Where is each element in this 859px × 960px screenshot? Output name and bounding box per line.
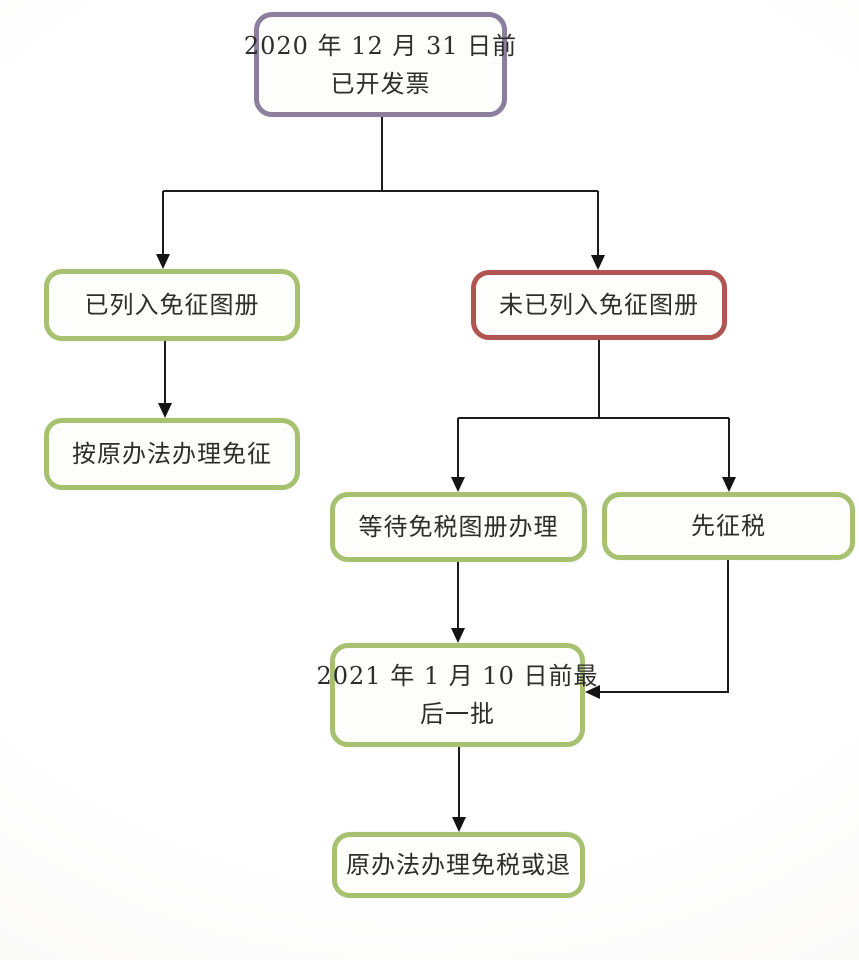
node-invoiced-before-2020-12-31: 2020 年 12 月 31 日前 已开发票	[244, 12, 516, 117]
connector-listed-to-original	[158, 340, 172, 418]
node-label-line: 先征税	[691, 512, 766, 540]
connector-wait-to-last-batch	[451, 562, 465, 643]
connector-tax-first-to-last-batch	[585, 560, 729, 699]
arrowhead-to-tax-first	[722, 477, 736, 492]
node-label-line: 后一批	[420, 700, 495, 728]
node-label-line: 已开发票	[330, 69, 431, 98]
node-tax-first: 先征税	[602, 492, 855, 560]
node-label-line: 等待免税图册办理	[358, 513, 559, 541]
arrowhead-to-wait-catalog	[451, 477, 465, 492]
node-last-batch-before-2021-01-10: 2021 年 1 月 10 日前最 后一批	[316, 643, 598, 747]
node-wait-exempt-catalog-processing: 等待免税图册办理	[330, 492, 587, 562]
arrowhead-to-last-batch	[451, 628, 465, 643]
node-not-listed-in-exempt-catalog: 未已列入免征图册	[471, 270, 727, 340]
node-original-method-exemption: 按原办法办理免征	[44, 418, 300, 490]
node-label-line: 2021 年 1 月 10 日前最	[316, 662, 599, 690]
connector-invoiced-split	[156, 117, 605, 270]
node-original-method-exempt-or-refund: 原办法办理免税或退	[332, 832, 585, 898]
connector-not-listed-split	[451, 340, 736, 492]
node-label-line: 按原办法办理免征	[72, 440, 272, 468]
node-listed-in-exempt-catalog: 已列入免征图册	[44, 269, 300, 341]
arrowhead-left-to-last-batch	[585, 685, 600, 699]
node-label-line: 已列入免征图册	[84, 291, 260, 319]
connector-last-batch-to-refund	[452, 747, 466, 832]
arrowhead-to-refund	[452, 817, 466, 832]
node-label-line: 原办法办理免税或退	[346, 851, 571, 879]
arrowhead-to-original	[158, 403, 172, 418]
node-label-line: 2020 年 12 月 31 日前	[243, 31, 518, 60]
arrowhead-to-not-listed	[591, 255, 605, 270]
node-label-line: 未已列入免征图册	[499, 291, 699, 319]
arrowhead-to-listed	[156, 254, 170, 269]
